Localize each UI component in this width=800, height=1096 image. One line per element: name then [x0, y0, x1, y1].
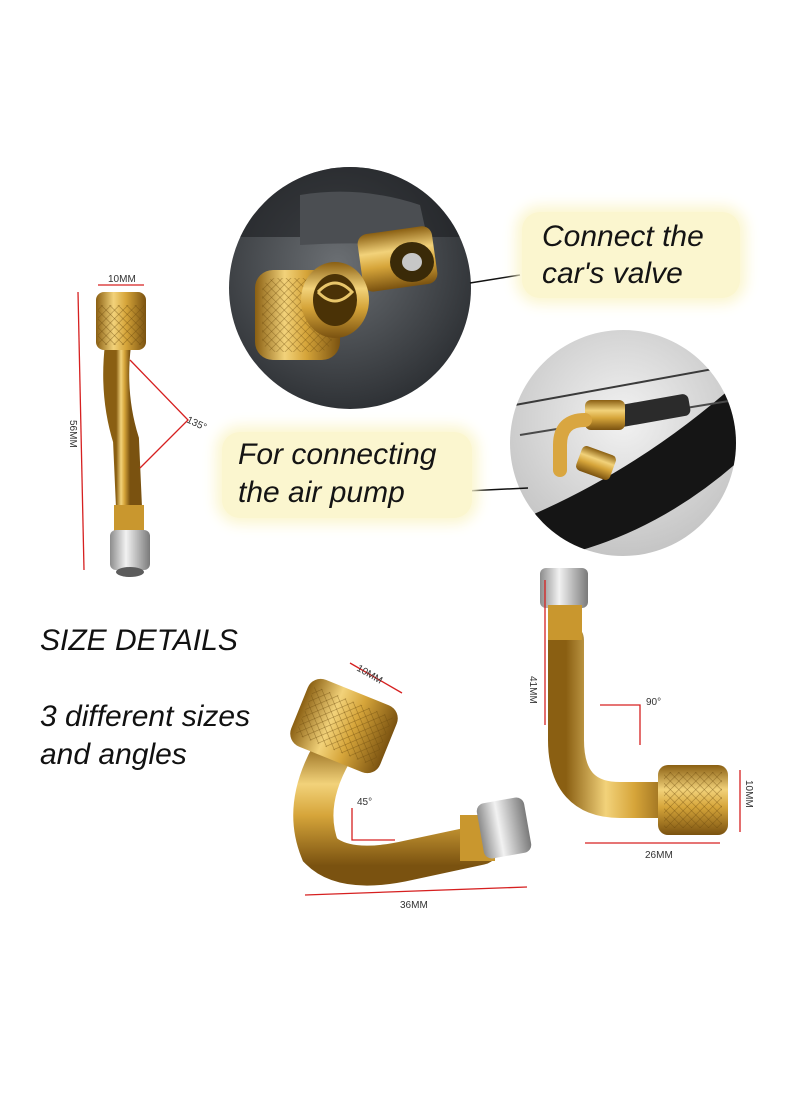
- air-pump-callout: For connecting the air pump: [222, 432, 472, 518]
- dim-90-width: 26MM: [645, 850, 673, 861]
- car-valve-callout-line2: car's valve: [542, 257, 683, 290]
- adapter-135: [77, 284, 189, 577]
- dim-90-height: 10MM: [743, 780, 754, 808]
- dim-90-angle: 90°: [646, 697, 661, 708]
- dimension-line-length: [304, 886, 528, 896]
- dim-90-length: 41MM: [527, 676, 538, 704]
- car-valve-callout: Connect the car's valve: [522, 212, 740, 298]
- adapter-45: [290, 662, 532, 896]
- air-pump-callout-line2: the air pump: [238, 476, 405, 509]
- car-valve-photo: [229, 167, 471, 409]
- air-pump-callout-line1: For connecting: [238, 438, 437, 471]
- dim-45-width: 10MM: [355, 663, 385, 686]
- sizes-description-line2: and angles: [40, 738, 187, 771]
- car-valve-leader-line: [469, 274, 521, 284]
- dimension-line-width: [349, 662, 403, 694]
- adapter-90: [540, 568, 741, 844]
- car-valve-callout-line1: Connect the: [542, 220, 704, 253]
- angle-guide: [600, 704, 641, 745]
- dim-135-length: 56MM: [67, 420, 78, 448]
- air-pump-photo: [510, 330, 736, 556]
- dim-135-width: 10MM: [108, 274, 136, 285]
- dim-135-angle: 135°: [185, 415, 208, 434]
- sizes-description-line1: 3 different sizes: [40, 700, 251, 733]
- angle-guide: [129, 359, 189, 469]
- angle-guide: [351, 808, 395, 841]
- dimension-line-length: [77, 291, 85, 571]
- dim-45-length: 36MM: [400, 900, 428, 911]
- dim-45-angle: 45°: [357, 797, 372, 808]
- size-details-heading: SIZE DETAILS: [40, 624, 238, 657]
